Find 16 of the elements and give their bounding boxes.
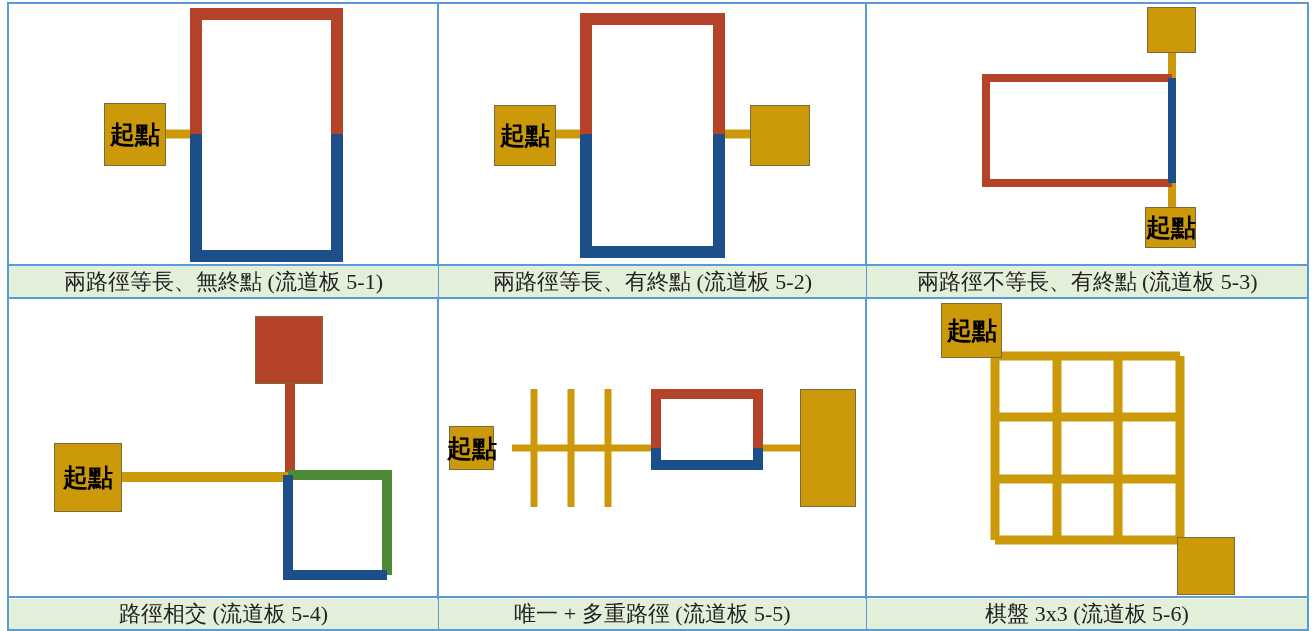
inlet-pad: 起點 bbox=[494, 105, 556, 166]
outlet-pad bbox=[800, 389, 856, 507]
caption-cell: 兩路徑等長、有終點 (流道板 5-2) bbox=[439, 266, 866, 297]
caption-cell: 兩路徑不等長、有終點 (流道板 5-3) bbox=[867, 266, 1307, 297]
caption-cell: 兩路徑等長、無終點 (流道板 5-1) bbox=[9, 266, 438, 297]
outlet-pad bbox=[1177, 537, 1235, 595]
inlet-pad: 起點 bbox=[54, 443, 122, 512]
inlet-pad: 起點 bbox=[941, 303, 1002, 358]
outlet-pad bbox=[750, 105, 810, 166]
outlet-pad bbox=[255, 316, 323, 384]
outlet-pad bbox=[1147, 7, 1196, 53]
caption-cell: 棋盤 3x3 (流道板 5-6) bbox=[867, 599, 1307, 629]
caption-cell: 唯一 + 多重路徑 (流道板 5-5) bbox=[439, 599, 866, 629]
inlet-pad: 起點 bbox=[104, 103, 166, 166]
inlet-pad: 起點 bbox=[1145, 207, 1196, 248]
caption-cell: 路徑相交 (流道板 5-4) bbox=[9, 599, 438, 629]
